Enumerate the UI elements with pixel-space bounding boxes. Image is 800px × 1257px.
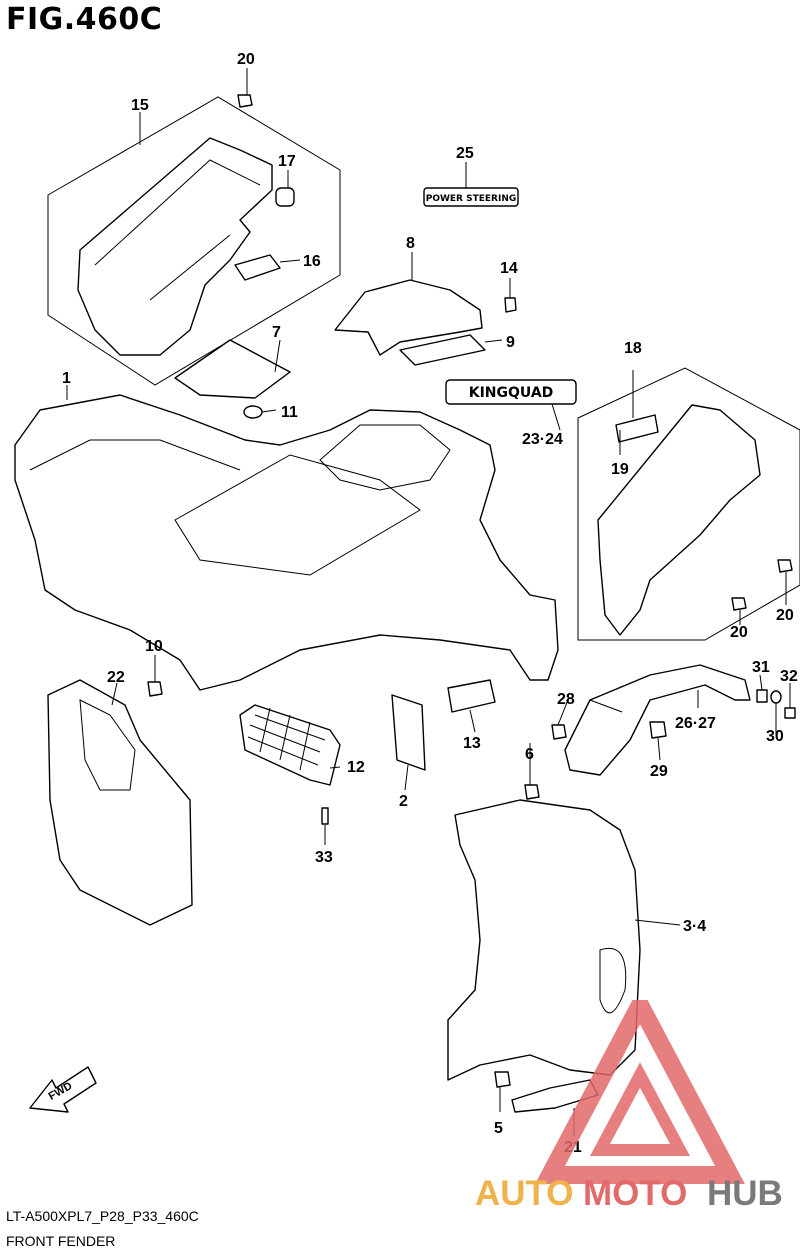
callout-26-27: 26·27 — [675, 715, 716, 732]
callout-28: 29 — [650, 763, 668, 780]
part-8-cover[interactable] — [334, 279, 483, 356]
part-16-pad[interactable] — [234, 254, 281, 281]
callout-30: 30 — [766, 728, 784, 745]
part-23-24-decal-frame — [445, 379, 577, 405]
part-3-4-mud-guard[interactable] — [447, 799, 641, 1081]
callout-23-24: 23·24 — [522, 431, 563, 448]
part-1-cowl — [319, 424, 451, 491]
part-22-cutout — [79, 699, 136, 791]
part-20-bolt-top[interactable] — [237, 94, 253, 108]
part-1-front-fender[interactable] — [14, 394, 559, 691]
callout-12: 12 — [347, 759, 365, 776]
decal-kingquad: KINGQUAD — [469, 385, 554, 401]
part-25-decal-frame — [423, 187, 519, 207]
callout-11: 11 — [281, 404, 298, 421]
part-15-bracket[interactable] — [77, 137, 273, 356]
part-17-grommet[interactable] — [275, 187, 295, 207]
callout-10: 10 — [145, 638, 163, 655]
callout-9: 9 — [506, 334, 515, 351]
part-33-screw[interactable] — [321, 807, 329, 825]
group-box-15 — [47, 96, 341, 386]
part-26-27-stay[interactable] — [564, 664, 751, 776]
part-1-tray — [174, 454, 421, 576]
part-12-mesh-lines — [247, 707, 326, 771]
decal-power-steering: POWER STEERING — [426, 194, 517, 204]
part-5-bolt[interactable] — [494, 1071, 511, 1088]
callout-19: 19 — [611, 461, 629, 478]
part-20-bolt-lower[interactable] — [731, 597, 747, 611]
part-6-bolt[interactable] — [524, 784, 540, 800]
part-11-grommet[interactable] — [243, 405, 263, 419]
callout-22: 22 — [107, 669, 125, 686]
fwd-arrow-icon — [29, 1066, 97, 1113]
callout-3-4: 3·4 — [683, 918, 706, 935]
watermark-inner-triangle-icon — [590, 1062, 690, 1156]
automotohub-watermark: AUTO MOTO HUB — [475, 1000, 783, 1213]
part-22-panel[interactable] — [47, 679, 193, 926]
callout-16: 16 — [303, 253, 321, 270]
part-14-pad[interactable] — [447, 679, 496, 713]
callout-18: 18 — [624, 340, 642, 357]
watermark-moto: MOTO — [583, 1174, 687, 1213]
part-13-bolt[interactable] — [504, 297, 517, 313]
group-box-18 — [577, 367, 800, 641]
part-18-bracket[interactable] — [597, 404, 761, 636]
figure-title: FIG.460C — [6, 2, 163, 37]
callout-5: 5 — [494, 1120, 503, 1137]
part-7-lid[interactable] — [174, 339, 291, 399]
part-2-pad[interactable] — [391, 694, 426, 771]
part-3-4-cutout — [599, 948, 627, 1014]
callout-7: 7 — [272, 324, 281, 341]
callout-29: 28 — [557, 691, 575, 708]
watermark-triangle-icon — [535, 1000, 745, 1184]
part-32-screw[interactable] — [784, 707, 796, 719]
callout-2: 2 — [399, 793, 408, 810]
part-30-washer[interactable] — [770, 690, 782, 704]
part-29-bolt[interactable] — [551, 724, 567, 740]
part-20-bolt-right[interactable] — [777, 559, 793, 573]
part-15-details — [94, 159, 261, 301]
figure-code: LT-A500XPL7_P28_P33_460C — [6, 1208, 199, 1224]
watermark-hub: HUB — [707, 1174, 783, 1213]
callout-31: 31 — [752, 659, 770, 676]
part-31-collar[interactable] — [756, 689, 768, 703]
leader-lines — [66, 68, 791, 1136]
callout-8: 8 — [406, 235, 415, 252]
figure-name: FRONT FENDER — [6, 1233, 116, 1249]
callout-14: 13 — [463, 735, 481, 752]
callout-32: 32 — [780, 668, 798, 685]
part-10-bolt[interactable] — [147, 681, 163, 697]
part-12-mesh-cover[interactable] — [239, 704, 341, 786]
callout-6: 6 — [525, 746, 534, 763]
callout-13: 14 — [500, 260, 518, 277]
callout-33: 33 — [315, 849, 333, 866]
callout-15: 15 — [131, 97, 149, 114]
part-28-bolt[interactable] — [649, 721, 667, 739]
part-19-pad[interactable] — [615, 414, 659, 443]
callout-20-top: 20 — [237, 51, 255, 68]
part-9-pad[interactable] — [399, 334, 486, 366]
callout-17: 17 — [278, 153, 296, 170]
callout-20-lower: 20 — [730, 624, 748, 641]
callout-1: 1 — [62, 370, 71, 387]
watermark-auto: AUTO — [475, 1174, 574, 1213]
callout-20-right: 20 — [776, 607, 794, 624]
callout-25: 25 — [456, 145, 474, 162]
part-1-ridge — [29, 439, 241, 471]
